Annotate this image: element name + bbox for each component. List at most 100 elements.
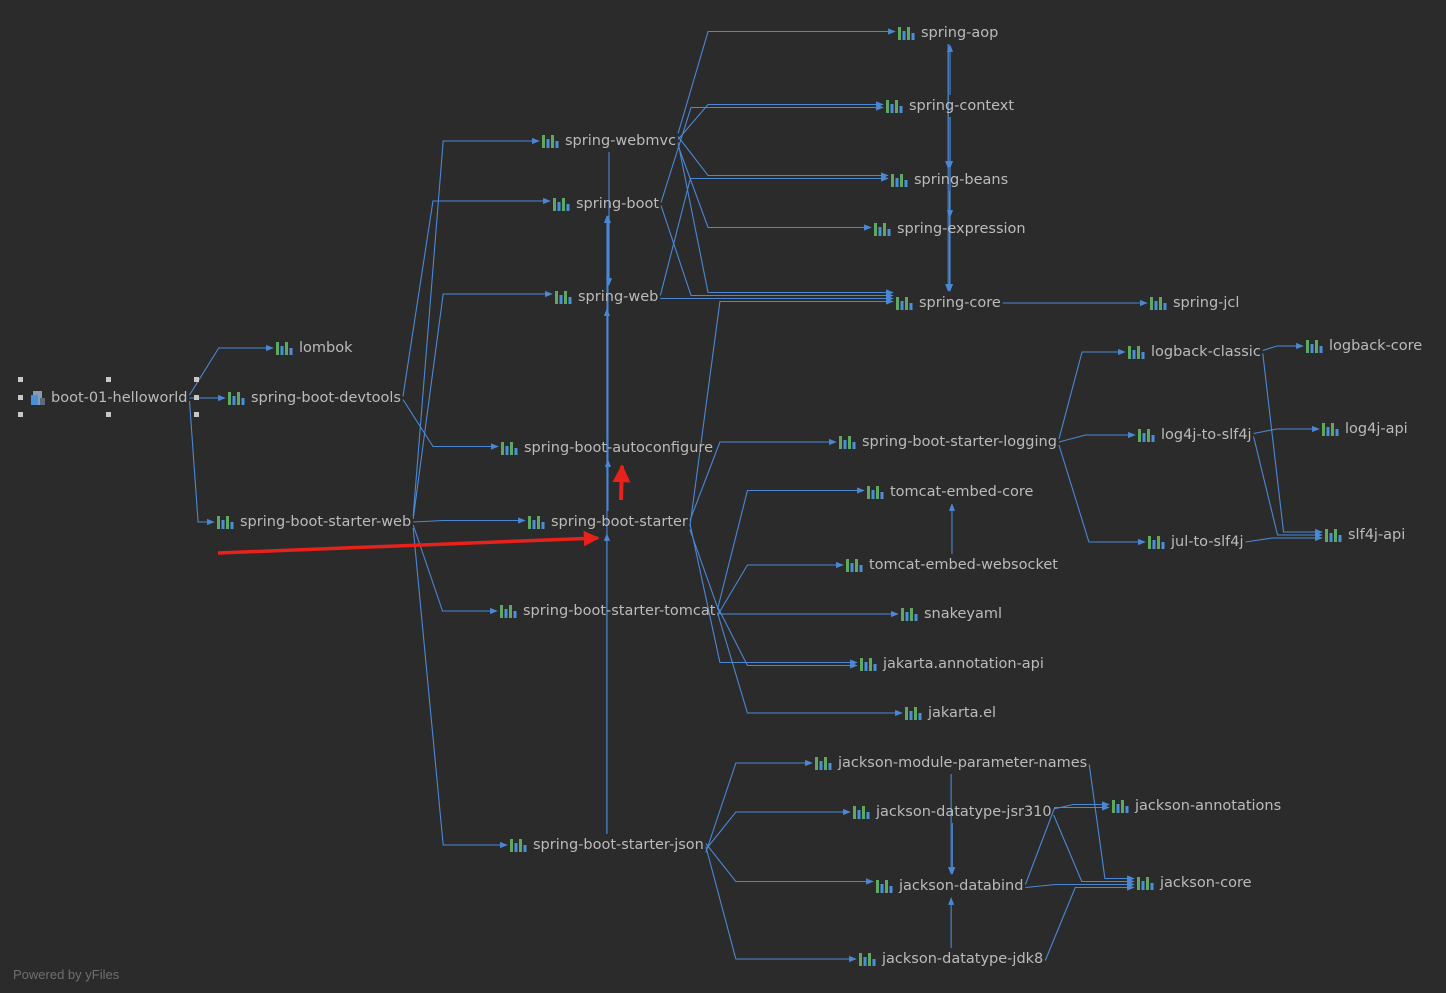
library-icon [553, 198, 570, 211]
node-devtools[interactable]: spring-boot-devtools [228, 387, 401, 409]
node-label: spring-webmvc [565, 133, 677, 149]
node-label: tomcat-embed-websocket [869, 557, 1058, 573]
selection-handle[interactable] [106, 377, 111, 382]
edge-starter-to-snakeyaml [689, 529, 899, 618]
library-icon [846, 559, 863, 572]
node-jdk8[interactable]: jackson-datatype-jdk8 [859, 948, 1043, 970]
node-starter[interactable]: spring-boot-starter [528, 511, 688, 533]
library-icon [1325, 529, 1342, 542]
node-param-names[interactable]: jackson-module-parameter-names [815, 752, 1087, 774]
edge-jdk8-to-jackson-core [1044, 884, 1135, 961]
node-root[interactable]: boot-01-helloworld [30, 387, 188, 409]
edge-root-to-starter-web [188, 400, 215, 526]
library-icon [853, 806, 870, 819]
node-label: snakeyaml [924, 606, 1003, 622]
node-beans[interactable]: spring-beans [891, 169, 1008, 191]
node-boot[interactable]: spring-boot [553, 193, 659, 215]
node-label: logback-classic [1151, 344, 1261, 360]
edge-web-to-beans [659, 175, 889, 296]
library-icon [898, 27, 915, 40]
node-tomcat-websocket[interactable]: tomcat-embed-websocket [846, 554, 1058, 576]
selection-handle[interactable] [18, 395, 23, 400]
edge-logback-classic-to-logback-core [1262, 342, 1304, 352]
node-starter-web[interactable]: spring-boot-starter-web [217, 511, 411, 533]
selection-handle[interactable] [194, 412, 199, 417]
node-label: logback-core [1329, 338, 1423, 354]
node-starter-tomcat[interactable]: spring-boot-starter-tomcat [500, 600, 715, 622]
node-expression[interactable]: spring-expression [874, 218, 1026, 240]
node-label: jackson-datatype-jdk8 [882, 951, 1044, 967]
powered-by-label: Powered by yFiles [13, 967, 120, 982]
selection-handle[interactable] [106, 412, 111, 417]
edge-starter-tomcat-to-jakarta-el [716, 612, 903, 717]
selection-handle[interactable] [194, 377, 199, 382]
node-annotation-api[interactable]: jakarta.annotation-api [860, 653, 1044, 675]
selection-handle[interactable] [18, 377, 23, 382]
edge-starter-web-to-webmvc [412, 137, 540, 517]
edge-group [188, 28, 1323, 963]
node-log4j-api[interactable]: log4j-api [1322, 418, 1408, 440]
selection-handle[interactable] [194, 395, 199, 400]
edge-log4j-to-slf4j-to-slf4j-api [1253, 436, 1323, 539]
node-jakarta-el[interactable]: jakarta.el [905, 702, 996, 724]
edge-logback-classic-to-slf4j-api [1262, 353, 1323, 536]
edge-starter-json-to-databind [705, 843, 874, 885]
edge-boot-to-core [660, 205, 894, 299]
node-label: spring-beans [914, 172, 1009, 188]
node-log4j-to-slf4j[interactable]: log4j-to-slf4j [1138, 424, 1252, 446]
edge-starter-json-to-param-names [705, 759, 813, 853]
library-icon [839, 436, 856, 449]
node-web[interactable]: spring-web [555, 286, 658, 308]
node-context[interactable]: spring-context [886, 95, 1014, 117]
node-slf4j-api[interactable]: slf4j-api [1325, 524, 1405, 546]
library-icon [1112, 800, 1129, 813]
node-core[interactable]: spring-core [896, 292, 1001, 314]
node-databind[interactable]: jackson-databind [876, 875, 1023, 897]
node-annotations[interactable]: jackson-annotations [1112, 795, 1281, 817]
edge-webmvc-to-beans [677, 136, 889, 179]
library-icon [905, 707, 922, 720]
node-starter-json[interactable]: spring-boot-starter-json [510, 834, 704, 856]
edge-starter-json-to-jdk8 [705, 846, 857, 963]
node-tomcat-core[interactable]: tomcat-embed-core [867, 481, 1033, 503]
edge-starter-web-to-starter [413, 517, 526, 524]
node-autoconfigure[interactable]: spring-boot-autoconfigure [501, 437, 713, 459]
node-label: jakarta.annotation-api [883, 656, 1044, 672]
node-logback-core[interactable]: logback-core [1306, 335, 1422, 357]
node-label: jackson-module-parameter-names [838, 755, 1088, 771]
node-label: spring-core [919, 295, 1001, 311]
node-aop[interactable]: spring-aop [898, 22, 998, 44]
node-label: spring-boot-autoconfigure [524, 440, 713, 456]
node-jsr310[interactable]: jackson-datatype-jsr310 [853, 801, 1052, 823]
node-label: spring-boot-starter-logging [862, 434, 1057, 450]
node-lombok[interactable]: lombok [276, 337, 353, 359]
node-label: lombok [299, 340, 353, 356]
node-webmvc[interactable]: spring-webmvc [542, 130, 676, 152]
node-label: jackson-datatype-jsr310 [876, 804, 1052, 820]
node-label: jackson-core [1160, 875, 1252, 891]
node-label: spring-boot-starter [551, 514, 688, 530]
library-icon [891, 174, 908, 187]
library-icon [217, 516, 234, 529]
node-jcl[interactable]: spring-jcl [1150, 292, 1239, 314]
library-icon [901, 608, 918, 621]
edge-devtools-to-autoconfigure [402, 399, 499, 450]
node-jackson-core[interactable]: jackson-core [1137, 872, 1252, 894]
node-label: boot-01-helloworld [51, 390, 188, 406]
edge-starter-logging-to-log4j-to-slf4j [1058, 431, 1136, 443]
node-starter-logging[interactable]: spring-boot-starter-logging [839, 431, 1057, 453]
node-logback-classic[interactable]: logback-classic [1128, 341, 1261, 363]
edge-databind-to-jackson-core [1025, 881, 1135, 889]
node-jul-to-slf4j[interactable]: jul-to-slf4j [1148, 531, 1243, 553]
node-label: spring-boot-starter-json [533, 837, 704, 853]
edge-starter-tomcat-to-tomcat-core [716, 487, 865, 610]
library-icon [555, 291, 572, 304]
library-icon [510, 839, 527, 852]
selection-handle[interactable] [18, 412, 23, 417]
library-icon [1306, 340, 1323, 353]
edge-jsr310-to-jackson-core [1053, 814, 1135, 885]
module-icon [31, 391, 45, 405]
edge-param-names-to-jackson-core [1088, 764, 1135, 882]
node-snakeyaml[interactable]: snakeyaml [901, 603, 1002, 625]
